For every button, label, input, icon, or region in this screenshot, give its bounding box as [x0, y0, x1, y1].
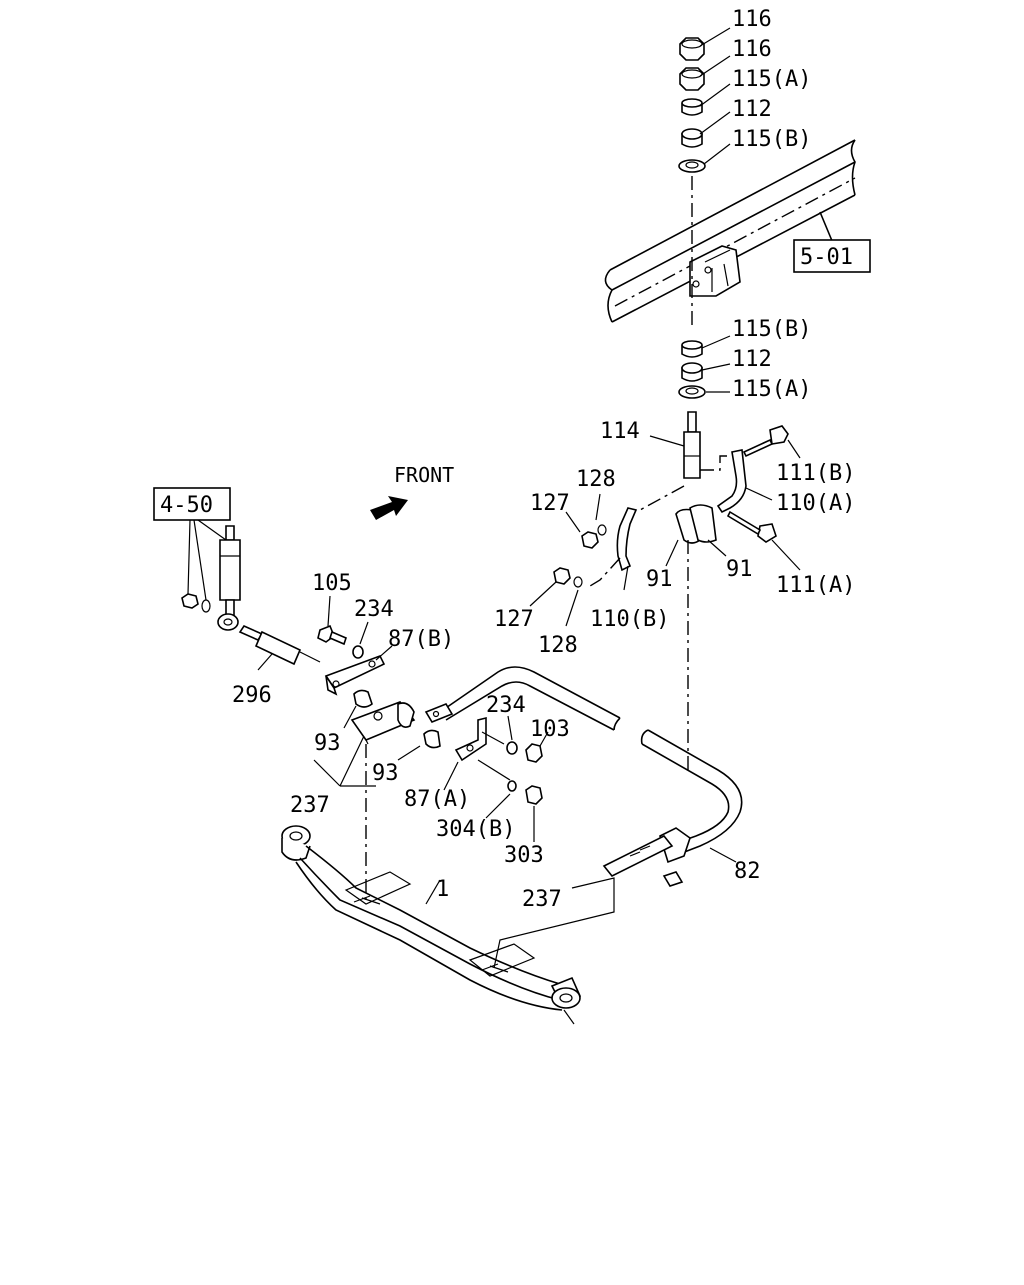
- label-115a-top: 115(A): [732, 67, 811, 92]
- label-127-a: 127: [530, 491, 570, 516]
- label-127-b: 127: [494, 607, 534, 632]
- label-110b: 110(B): [590, 607, 669, 632]
- label-115a-low: 115(A): [732, 377, 811, 402]
- shock-absorber: [181, 519, 241, 631]
- label-234-a: 234: [354, 597, 394, 622]
- label-91-a: 91: [646, 567, 673, 592]
- frame-ref-box: 5-01: [793, 239, 871, 273]
- label-87b: 87(B): [388, 627, 454, 652]
- label-1: 1: [436, 877, 449, 902]
- frame-rail: [604, 139, 856, 323]
- bracket-110b: [529, 493, 638, 627]
- front-label: FRONT: [394, 463, 454, 487]
- label-114: 114: [600, 419, 640, 444]
- bushings-91: [665, 504, 727, 567]
- label-112-top: 112: [732, 97, 772, 122]
- bushing-and-bracket-93: [313, 689, 441, 900]
- ref-4-50: 4-50: [160, 493, 213, 518]
- bracket-87a: [443, 715, 549, 842]
- label-303: 303: [504, 843, 544, 868]
- label-93-b: 93: [372, 761, 399, 786]
- pin-296: [238, 624, 321, 671]
- shock-ref-box: 4-50: [153, 487, 231, 521]
- label-112-low: 112: [732, 347, 772, 372]
- label-234-b: 234: [486, 693, 526, 718]
- link-114: [639, 411, 736, 511]
- label-82: 82: [734, 859, 761, 884]
- top-hardware-stack: [678, 27, 731, 330]
- front-arrow-icon: [370, 496, 408, 520]
- label-115b-low: 115(B): [732, 317, 811, 342]
- label-116-a: 116: [732, 7, 772, 32]
- label-116-b: 116: [732, 37, 772, 62]
- label-115b-top: 115(B): [732, 127, 811, 152]
- axle-beam: [281, 825, 582, 1025]
- label-111a: 111(A): [776, 573, 855, 598]
- bracket-87b: [317, 595, 393, 696]
- lower-hardware-stack: [678, 335, 731, 399]
- bracket-110a: [716, 425, 801, 571]
- label-91-b: 91: [726, 557, 753, 582]
- label-110a: 110(A): [776, 491, 855, 516]
- stabilizer-bar: [424, 666, 743, 887]
- label-296: 296: [232, 683, 272, 708]
- leader-237-b: [493, 877, 615, 969]
- label-237-b: 237: [522, 887, 562, 912]
- label-111b: 111(B): [776, 461, 855, 486]
- label-87a: 87(A): [404, 787, 470, 812]
- label-128-a: 128: [576, 467, 616, 492]
- ref-5-01: 5-01: [800, 245, 853, 270]
- label-93-a: 93: [314, 731, 341, 756]
- label-128-b: 128: [538, 633, 578, 658]
- label-105: 105: [312, 571, 352, 596]
- label-103: 103: [530, 717, 570, 742]
- label-304b: 304(B): [436, 817, 515, 842]
- label-237-a: 237: [290, 793, 330, 818]
